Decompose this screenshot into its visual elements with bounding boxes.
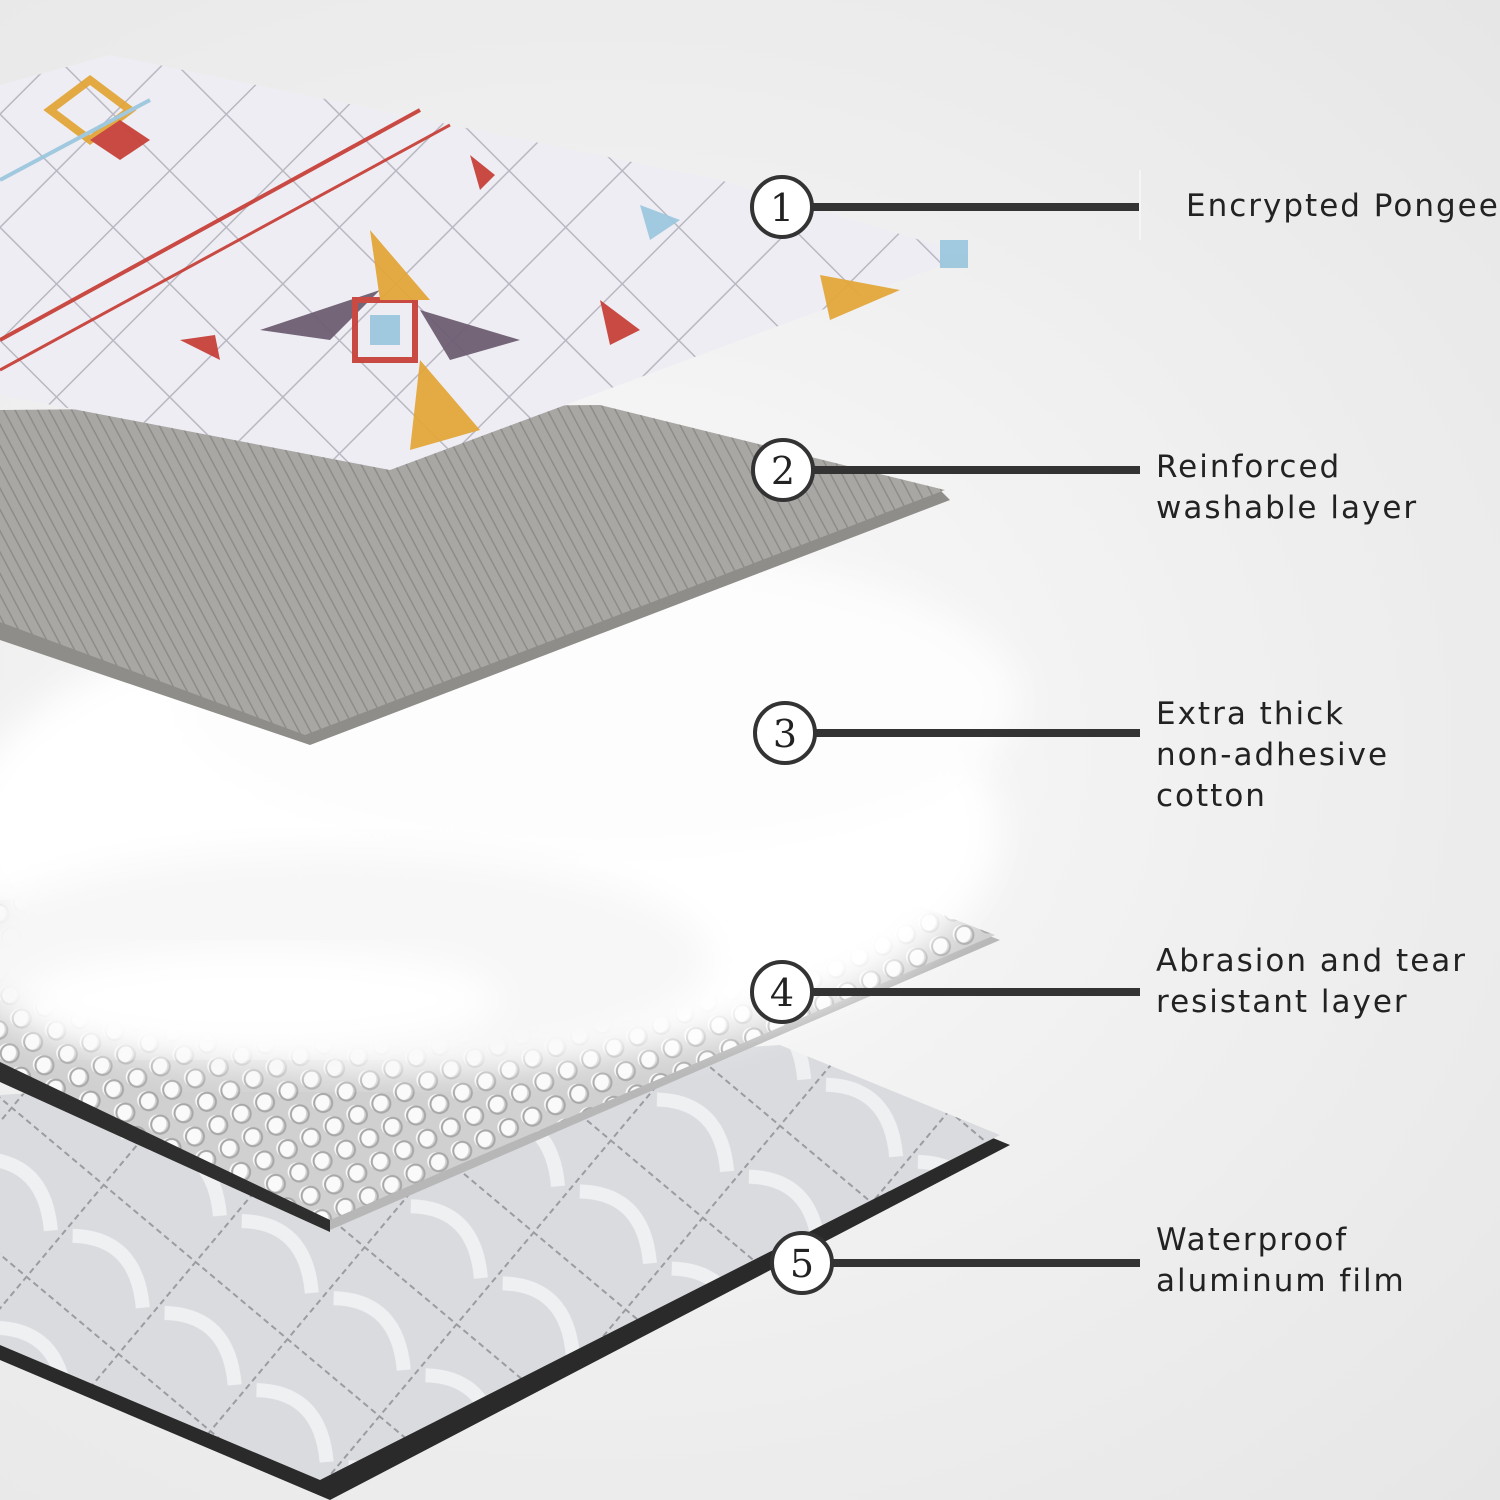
- badge-2-number: 2: [771, 449, 795, 493]
- badge-3: 3: [753, 701, 817, 765]
- badge-4: 4: [750, 960, 814, 1024]
- label-waterproof-aluminum-film: Waterproof aluminum film: [1156, 1222, 1406, 1299]
- badge-1-number: 1: [770, 186, 794, 230]
- badge-2: 2: [751, 438, 815, 502]
- washable-layer: [0, 405, 950, 745]
- label-reinforced-washable-layer: Reinforced washable layer: [1156, 449, 1419, 526]
- badge-5-number: 5: [790, 1242, 814, 1286]
- badge-1: 1: [750, 175, 814, 239]
- label-extra-thick-cotton: Extra thick non-adhesive cotton: [1156, 696, 1390, 814]
- badge-4-number: 4: [770, 971, 794, 1015]
- badge-5: 5: [770, 1231, 834, 1295]
- leader-lines: [782, 170, 1141, 1267]
- label-encrypted-pongee: Encrypted Pongee: [1186, 188, 1500, 224]
- pongee-layer: [0, 55, 970, 470]
- label-abrasion-tear-layer: Abrasion and tear resistant layer: [1156, 943, 1468, 1020]
- badge-3-number: 3: [773, 712, 797, 756]
